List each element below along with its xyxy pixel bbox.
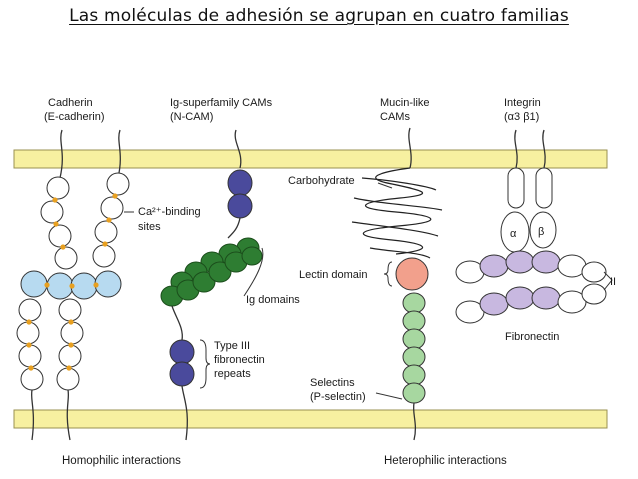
homophilic-label: Homophilic interactions (62, 455, 181, 467)
mucin-selectin-group: Carbohydrate Lectin domain Selectins (P-… (288, 127, 443, 441)
igsf-sub-label: (N-CAM) (170, 111, 213, 123)
ig-domains-label: Ig domains (246, 294, 300, 306)
top-membrane (13, 149, 608, 169)
mucin-sub-label: CAMs (380, 111, 410, 123)
roman-two-label: II (610, 276, 616, 288)
cadherin-group: Ca²⁺-binding sites (16, 129, 201, 441)
beta-label: β (538, 226, 544, 238)
lectin-domain-label: Lectin domain (299, 269, 368, 281)
heterophilic-label: Heterophilic interactions (384, 455, 507, 467)
bottom-membrane (13, 409, 608, 429)
integrin-label: Integrin (504, 97, 541, 109)
integrin-group: α β II Fibronectin (455, 129, 616, 343)
selectins-label-2: (P-selectin) (310, 391, 366, 403)
selectins-label: Selectins (310, 377, 355, 389)
type-iii-label: Type III (214, 340, 250, 352)
fibronectin-label: Fibronectin (505, 331, 559, 343)
type-iii-label-3: repeats (214, 368, 251, 380)
mucin-label: Mucin-like (380, 97, 430, 109)
carbohydrate-label: Carbohydrate (288, 175, 355, 187)
ncam-group: Ig domains Type III fibronectin repeats (160, 129, 300, 441)
cadherin-sub-label: (E-cadherin) (44, 111, 105, 123)
alpha-label: α (510, 228, 517, 240)
integrin-sub-label: (α3 β1) (504, 111, 539, 123)
ca-binding-label-2: sites (138, 221, 161, 233)
cadherin-label: Cadherin (48, 97, 93, 109)
page-title: Las moléculas de adhesión se agrupan en … (69, 6, 569, 26)
type-iii-label-2: fibronectin (214, 354, 265, 366)
igsf-label: Ig-superfamily CAMs (170, 97, 273, 109)
ca-binding-label: Ca²⁺-binding (138, 206, 201, 218)
